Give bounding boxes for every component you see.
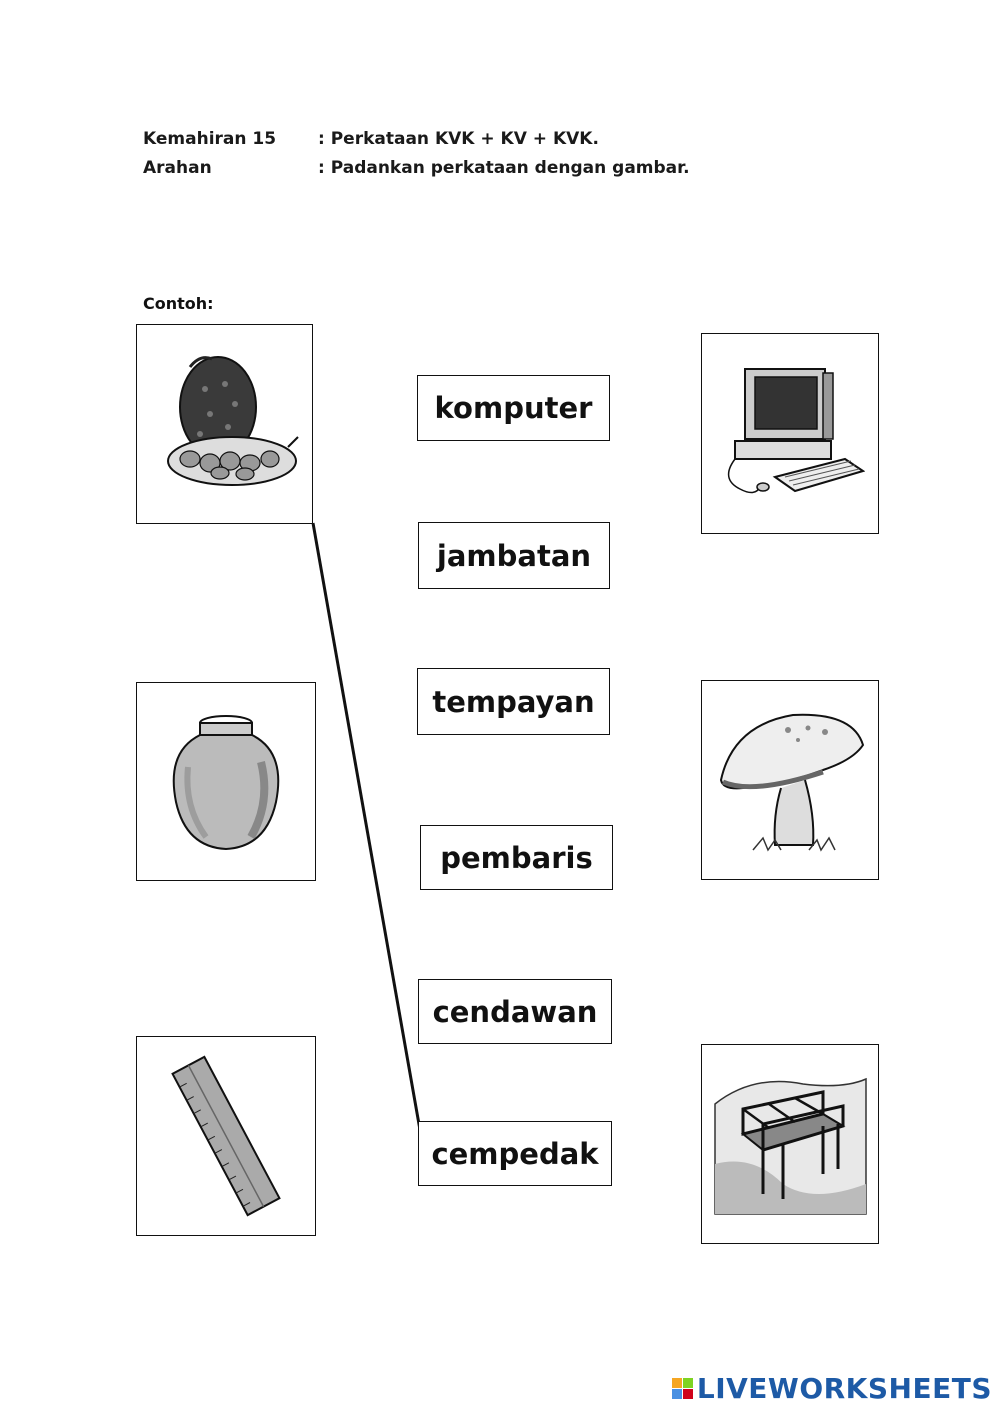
- word-cempedak[interactable]: cempedak: [418, 1121, 612, 1186]
- ruler-icon: [171, 1055, 281, 1217]
- skill-value: : Perkataan KVK + KV + KVK.: [318, 129, 599, 149]
- liveworksheets-logo: LIVEWORKSHEETS: [671, 1372, 992, 1405]
- example-label: Contoh:: [143, 294, 214, 313]
- word-cendawan[interactable]: cendawan: [418, 979, 612, 1044]
- word-pembaris[interactable]: pembaris: [420, 825, 613, 890]
- jar-picture-box[interactable]: [136, 682, 316, 881]
- mushroom-icon: [719, 713, 864, 852]
- instruction-label: Arahan: [143, 158, 212, 178]
- cempedak-icon: [166, 356, 299, 486]
- computer-icon: [727, 367, 865, 493]
- jar-icon: [172, 714, 280, 850]
- bridge-icon: [713, 1077, 867, 1215]
- word-komputer[interactable]: komputer: [417, 375, 610, 441]
- bridge-picture-box[interactable]: [701, 1044, 879, 1244]
- word-jambatan[interactable]: jambatan: [418, 522, 610, 589]
- liveworksheets-grid-icon: [671, 1378, 693, 1399]
- cempedak-picture-box[interactable]: [136, 324, 313, 524]
- skill-label: Kemahiran 15: [143, 129, 277, 149]
- computer-picture-box[interactable]: [701, 333, 879, 534]
- instruction-value: : Padankan perkataan dengan gambar.: [318, 158, 690, 178]
- word-tempayan[interactable]: tempayan: [417, 668, 610, 735]
- liveworksheets-brand: LIVEWORKSHEETS: [696, 1372, 992, 1405]
- ruler-picture-box[interactable]: [136, 1036, 316, 1236]
- mushroom-picture-box[interactable]: [701, 680, 879, 880]
